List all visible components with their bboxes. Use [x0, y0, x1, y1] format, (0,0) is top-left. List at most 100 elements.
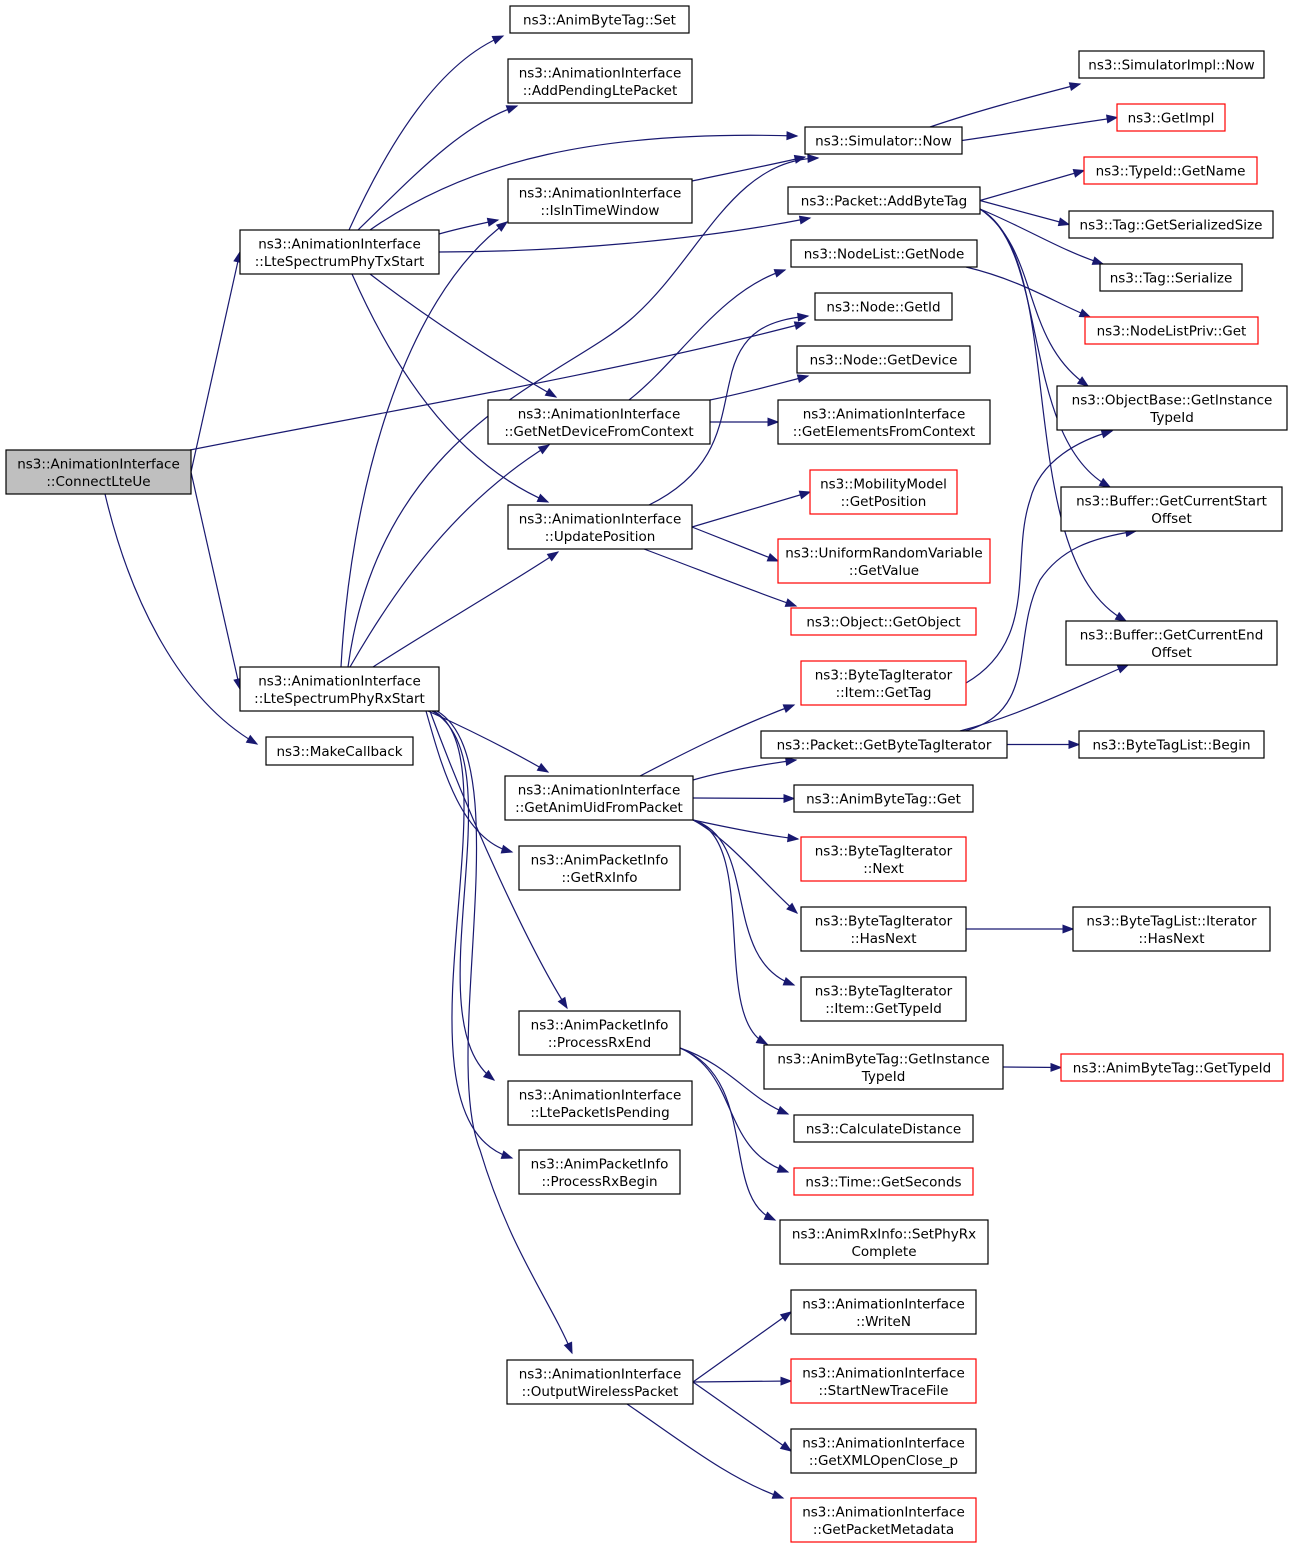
node-addbytetag[interactable]: ns3::Packet::AddByteTag — [787, 186, 981, 215]
node-updpos[interactable]: ns3::AnimationInterface::UpdatePosition — [507, 504, 693, 550]
edge-line — [433, 710, 513, 1159]
node-calcdist[interactable]: ns3::CalculateDistance — [793, 1114, 974, 1143]
node-label: ns3::Tag::Serialize — [1110, 271, 1233, 287]
node-label: ns3::NodeList::GetNode — [804, 247, 965, 263]
node-nodelistprivget[interactable]: ns3::NodeListPriv::Get — [1084, 316, 1259, 345]
node-box — [796, 345, 971, 374]
node-getnetdev[interactable]: ns3::AnimationInterface::GetNetDeviceFro… — [487, 399, 711, 445]
edge-txstart-to-updpos — [351, 273, 550, 503]
arrowhead — [1114, 611, 1128, 622]
node-processrxend[interactable]: ns3::AnimPacketInfo::ProcessRxEnd — [518, 1010, 681, 1056]
node-addpend[interactable]: ns3::AnimationInterface::AddPendingLtePa… — [507, 58, 693, 104]
node-label: ns3::AnimByteTag::GetTypeId — [1073, 1061, 1271, 1077]
arrowhead — [1116, 664, 1130, 674]
node-btiitemtypeid[interactable]: ns3::ByteTagIterator::Item::GetTypeId — [800, 976, 967, 1022]
node-label: ns3::AnimationInterface — [519, 65, 682, 81]
node-getanimuid[interactable]: ns3::AnimationInterface::GetAnimUidFromP… — [504, 775, 694, 821]
node-timegetsec[interactable]: ns3::Time::GetSeconds — [793, 1167, 974, 1196]
node-getpktmeta[interactable]: ns3::AnimationInterface::GetPacketMetada… — [790, 1497, 977, 1543]
node-simnow[interactable]: ns3::Simulator::Now — [804, 126, 963, 155]
node-taggetser[interactable]: ns3::Tag::GetSerializedSize — [1068, 210, 1274, 239]
arrowhead — [1091, 256, 1105, 265]
edge-line — [692, 1381, 792, 1452]
node-getimpl[interactable]: ns3::GetImpl — [1116, 103, 1226, 132]
node-startnew[interactable]: ns3::AnimationInterface::StartNewTraceFi… — [790, 1358, 977, 1404]
node-btlithasnext[interactable]: ns3::ByteTagList::Iterator::HasNext — [1072, 906, 1271, 952]
node-mobpos[interactable]: ns3::MobilityModel::GetPosition — [809, 469, 958, 515]
node-makecb[interactable]: ns3::MakeCallback — [265, 736, 414, 766]
node-pktgetbti[interactable]: ns3::Packet::GetByteTagIterator — [760, 730, 1008, 759]
arrowhead — [544, 387, 558, 398]
node-box — [239, 666, 440, 712]
node-box — [790, 1358, 977, 1404]
node-txstart[interactable]: ns3::AnimationInterface::LteSpectrumPhyT… — [239, 229, 440, 275]
edge-line — [979, 208, 1111, 488]
node-box — [793, 1114, 974, 1143]
node-btlbegin[interactable]: ns3::ByteTagList::Begin — [1078, 730, 1265, 759]
node-label: ::GetRxInfo — [561, 870, 637, 886]
node-connect: ns3::AnimationInterface::ConnectLteUe — [5, 449, 192, 495]
node-label: ns3::Simulator::Now — [815, 134, 952, 150]
node-btiitemgettag[interactable]: ns3::ByteTagIterator::Item::GetTag — [800, 660, 967, 706]
node-outwireless[interactable]: ns3::AnimationInterface::OutputWirelessP… — [506, 1359, 694, 1405]
edge-line — [340, 221, 508, 668]
edge-line — [349, 444, 550, 668]
node-box — [518, 1149, 681, 1195]
node-nodegetdev[interactable]: ns3::Node::GetDevice — [796, 345, 971, 374]
node-label: ns3::ByteTagIterator — [815, 667, 953, 683]
node-nodegetid[interactable]: ns3::Node::GetId — [814, 292, 953, 321]
node-rxstart[interactable]: ns3::AnimationInterface::LteSpectrumPhyR… — [239, 666, 440, 712]
edge-line — [692, 819, 795, 986]
edge-btiitemgettag-to-objbasegetinst — [965, 429, 1114, 684]
edge-txstart-to-simnow — [369, 131, 799, 231]
node-abtget[interactable]: ns3::AnimByteTag::Get — [793, 784, 974, 813]
edge-line — [929, 83, 1081, 128]
node-getelems[interactable]: ns3::AnimationInterface::GetElementsFrom… — [777, 399, 991, 445]
node-typeidgetname[interactable]: ns3::TypeId::GetName — [1083, 156, 1258, 185]
node-box — [1060, 486, 1283, 532]
node-label: ::Item::GetTypeId — [825, 1001, 942, 1017]
arrowhead — [793, 321, 807, 331]
node-box — [5, 449, 192, 495]
node-processrxbegin[interactable]: ns3::AnimPacketInfo::ProcessRxBegin — [518, 1149, 681, 1195]
node-getxml[interactable]: ns3::AnimationInterface::GetXMLOpenClose… — [790, 1428, 977, 1474]
edge-outwireless-to-getxml — [692, 1381, 793, 1452]
node-btihasnext[interactable]: ns3::ByteTagIterator::HasNext — [800, 906, 967, 952]
node-label: ns3::Time::GetSeconds — [805, 1175, 961, 1191]
node-label: ns3::AnimationInterface — [519, 185, 682, 201]
node-label: ::LteSpectrumPhyTxStart — [255, 254, 425, 270]
node-label: ::GetAnimUidFromPacket — [515, 800, 683, 816]
node-btinext[interactable]: ns3::ByteTagIterator::Next — [800, 836, 967, 882]
node-objgetobj[interactable]: ns3::Object::GetObject — [790, 607, 977, 636]
arrowhead — [500, 1150, 514, 1159]
node-box — [1078, 730, 1265, 759]
node-tagser[interactable]: ns3::Tag::Serialize — [1099, 263, 1243, 292]
node-label: ns3::Node::GetDevice — [810, 353, 958, 369]
node-intime[interactable]: ns3::AnimationInterface::IsInTimeWindow — [507, 178, 693, 224]
edge-line — [431, 710, 495, 1081]
node-label: ns3::AnimByteTag::Set — [523, 13, 676, 29]
edge-intime-to-simnow — [691, 154, 807, 182]
arrowhead — [783, 793, 796, 804]
edge-line — [692, 819, 798, 914]
node-box — [793, 1167, 974, 1196]
node-urvget[interactable]: ns3::UniformRandomVariable::GetValue — [777, 538, 991, 584]
node-ltepending[interactable]: ns3::AnimationInterface::LtePacketIsPend… — [507, 1080, 693, 1126]
node-nodelistget[interactable]: ns3::NodeList::GetNode — [790, 239, 978, 268]
edge-line — [691, 526, 779, 562]
node-abt_set[interactable]: ns3::AnimByteTag::Set — [509, 5, 690, 34]
node-label: ns3::ByteTagIterator — [815, 843, 953, 859]
node-simimplnow[interactable]: ns3::SimulatorImpl::Now — [1078, 50, 1265, 79]
node-abtgettypeid[interactable]: ns3::AnimByteTag::GetTypeId — [1060, 1053, 1284, 1082]
edge-line — [692, 797, 795, 800]
edge-line — [436, 710, 573, 1354]
edge-outwireless-to-getpktmeta — [626, 1403, 785, 1499]
node-getrxinfo[interactable]: ns3::AnimPacketInfo::GetRxInfo — [518, 845, 681, 891]
edges-layer — [104, 35, 1138, 1499]
node-writen[interactable]: ns3::AnimationInterface::WriteN — [790, 1289, 977, 1335]
